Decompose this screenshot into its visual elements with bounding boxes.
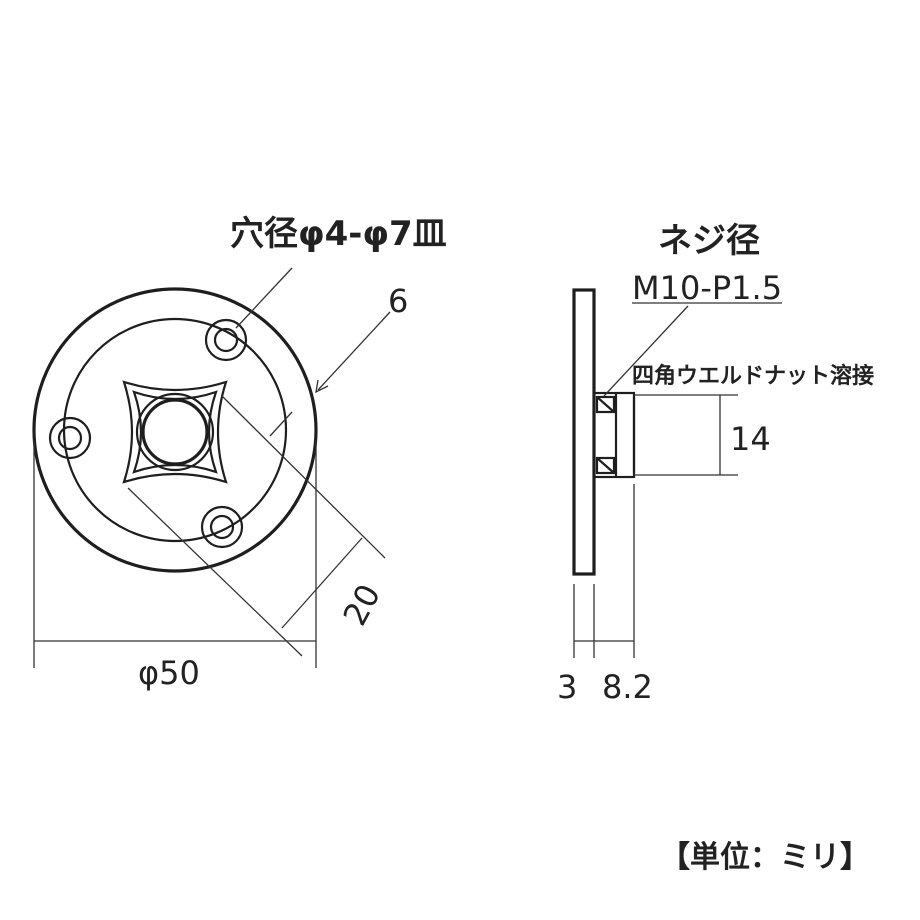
nut-weld-note: 四角ウエルドナット溶接 <box>632 363 874 389</box>
thread-leader-line <box>603 305 689 397</box>
nut-height-label: 14 <box>730 420 771 458</box>
plate-side-profile <box>572 288 596 576</box>
mount-hole-bottom <box>200 505 244 549</box>
thickness-leader-inner <box>269 411 293 437</box>
hole-leader-line <box>235 267 293 329</box>
mount-hole-left <box>48 416 92 460</box>
thread-title: ネジ径 <box>658 221 760 261</box>
square-weld-nut <box>122 380 228 484</box>
hole-spec-label: 穴径φ4-φ7皿 <box>230 214 447 254</box>
side-view: ネジ径 M10-P1.5 四角ウエルドナット溶接 14 3 8.2 <box>557 221 874 706</box>
diagonal-label: 20 <box>336 578 389 632</box>
unit-note: 【単位：ミリ】 <box>660 840 870 875</box>
diagonal-ext-line-1 <box>221 395 386 559</box>
diameter-label: φ50 <box>138 654 200 692</box>
mount-hole-top <box>204 318 248 362</box>
inner-plate-circle <box>62 317 288 543</box>
nut-length-label: 8.2 <box>602 668 653 706</box>
diagonal-dimension-line <box>281 537 363 629</box>
thread-spec: M10-P1.5 <box>632 269 782 307</box>
nut-side-profile <box>592 391 636 479</box>
plate-thickness-label: 3 <box>557 668 577 706</box>
front-view: 穴径φ4-φ7皿 6 20 φ50 <box>32 214 447 692</box>
thickness-arrow <box>315 379 329 394</box>
outer-plate-circle <box>32 287 318 573</box>
thickness-label: 6 <box>388 282 408 320</box>
diagonal-ext-line-2 <box>127 487 303 657</box>
thickness-leader-line <box>317 311 391 391</box>
